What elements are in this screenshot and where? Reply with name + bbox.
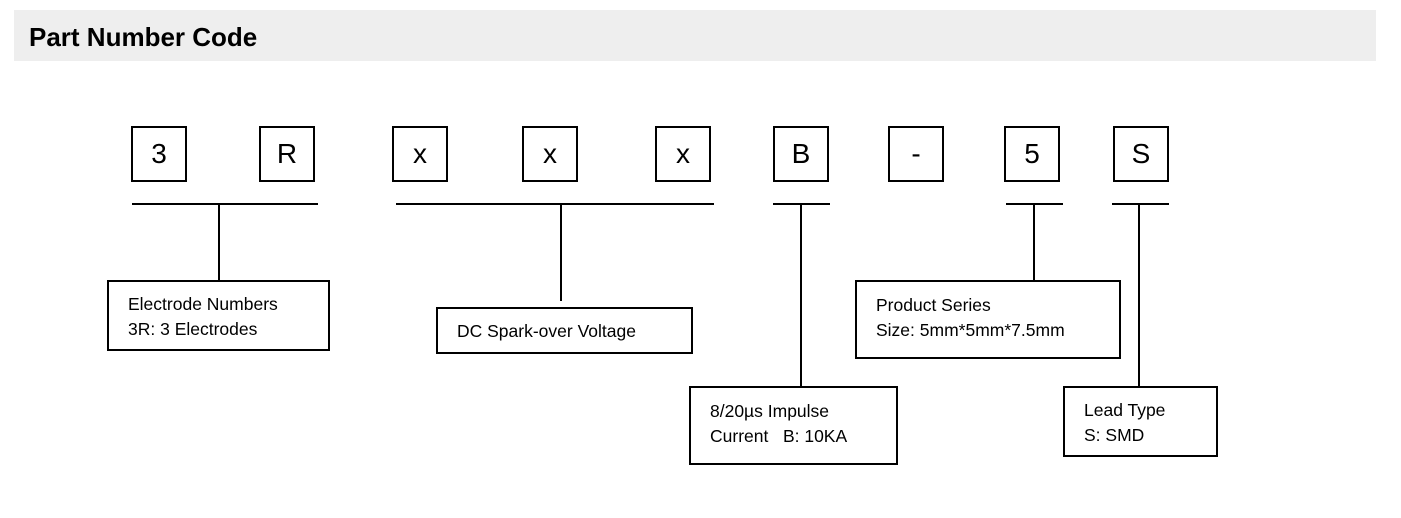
connector-lead <box>1138 203 1140 387</box>
code-box-electrode-letter: R <box>259 126 315 182</box>
desc-electrode-detail: 3R: 3 Electrodes <box>128 319 258 339</box>
desc-voltage-title: DC Spark-over Voltage <box>457 321 636 341</box>
desc-electrode-title: Electrode Numbers <box>128 294 278 314</box>
code-box-separator: - <box>888 126 944 182</box>
desc-series-detail: Size: 5mm*5mm*7.5mm <box>876 320 1065 340</box>
desc-lead-detail: S: SMD <box>1084 425 1145 445</box>
desc-impulse-title: 8/20µs Impulse <box>710 401 830 421</box>
desc-lead-title: Lead Type <box>1084 400 1166 420</box>
code-box-voltage-digit-3: x <box>655 126 711 182</box>
code-box-voltage-digit-2: x <box>522 126 578 182</box>
section-header: Part Number Code <box>14 10 1376 61</box>
desc-electrode-numbers: Electrode Numbers 3R: 3 Electrodes <box>107 280 330 351</box>
desc-series-title: Product Series <box>876 295 991 315</box>
connector-electrode <box>218 203 220 281</box>
code-box-product-series: 5 <box>1004 126 1060 182</box>
desc-impulse-detail: Current B: 10KA <box>710 426 848 446</box>
bracket-voltage <box>396 203 714 205</box>
connector-series <box>1033 203 1035 281</box>
code-box-electrode-count: 3 <box>131 126 187 182</box>
bracket-electrode <box>132 203 318 205</box>
bracket-lead <box>1112 203 1169 205</box>
connector-impulse <box>800 203 802 387</box>
section-title: Part Number Code <box>29 22 258 52</box>
code-box-lead-type: S <box>1113 126 1169 182</box>
code-box-impulse-current: B <box>773 126 829 182</box>
desc-dc-spark-over-voltage: DC Spark-over Voltage <box>436 307 693 354</box>
desc-lead-type: Lead Type S: SMD <box>1063 386 1218 457</box>
code-box-voltage-digit-1: x <box>392 126 448 182</box>
connector-voltage <box>560 203 562 301</box>
